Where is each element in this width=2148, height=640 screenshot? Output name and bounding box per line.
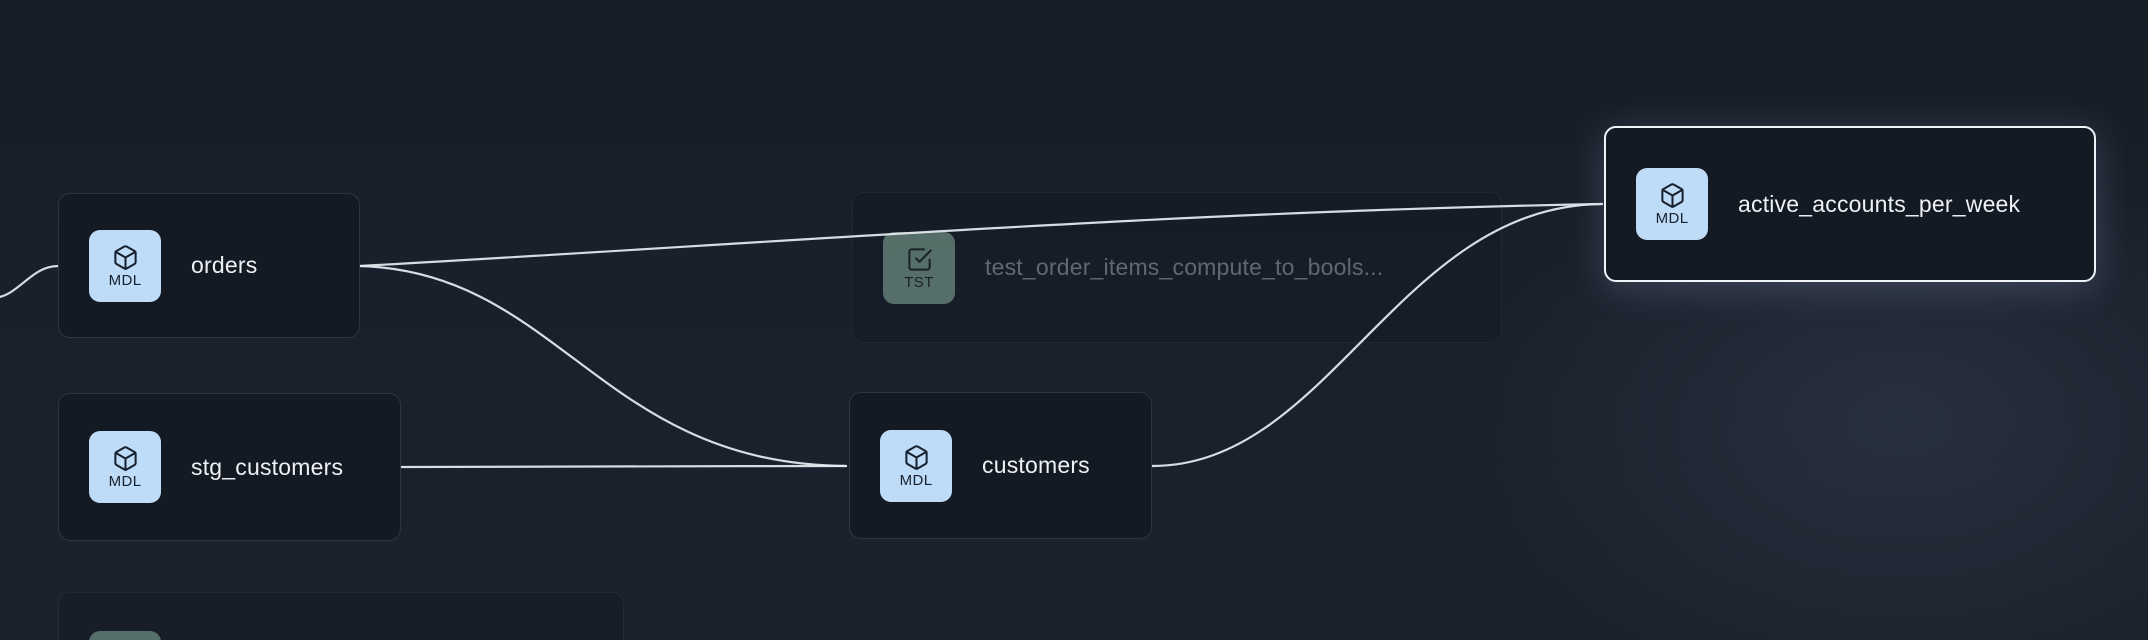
node-label: stg_customers <box>191 453 344 480</box>
node-customers[interactable]: MDL customers <box>849 392 1152 539</box>
model-badge: MDL <box>89 229 161 302</box>
check-square-icon <box>907 247 932 271</box>
node-active-accounts-per-week[interactable]: MDL active_accounts_per_week <box>1604 126 2096 282</box>
edge-orders-to-active-accounts <box>358 202 1604 268</box>
node-label: orders <box>191 252 258 278</box>
badge-label: TST <box>904 273 934 291</box>
box-icon <box>113 446 137 471</box>
box-icon <box>904 444 928 470</box>
badge-label: MDL <box>899 471 933 489</box>
edge-offscreen-to-orders <box>0 264 60 299</box>
edge-orders-to-customers <box>358 264 848 468</box>
box-icon <box>113 244 137 270</box>
badge-label: MDL <box>108 473 142 490</box>
node-label: customers <box>982 452 1090 478</box>
node-partial-bottom[interactable] <box>58 592 624 640</box>
model-badge: MDL <box>1636 168 1708 240</box>
node-label: active_accounts_per_week <box>1738 190 2021 217</box>
model-badge: MDL <box>89 431 161 503</box>
model-badge: MDL <box>880 429 952 502</box>
box-icon <box>1660 183 1684 208</box>
node-test-order-items-compute-to-bools[interactable]: TST test_order_items_compute_to_bools... <box>852 192 1502 343</box>
badge-label: MDL <box>108 271 142 289</box>
node-stg-customers[interactable]: MDL stg_customers <box>58 393 401 541</box>
node-orders[interactable]: MDL orders <box>58 193 360 338</box>
badge-label: MDL <box>1655 210 1689 227</box>
edge-customers-to-active-accounts <box>1150 202 1604 468</box>
test-badge: TST <box>883 231 955 304</box>
edge-stg-customers-to-customers <box>399 464 848 469</box>
test-badge <box>89 631 161 640</box>
